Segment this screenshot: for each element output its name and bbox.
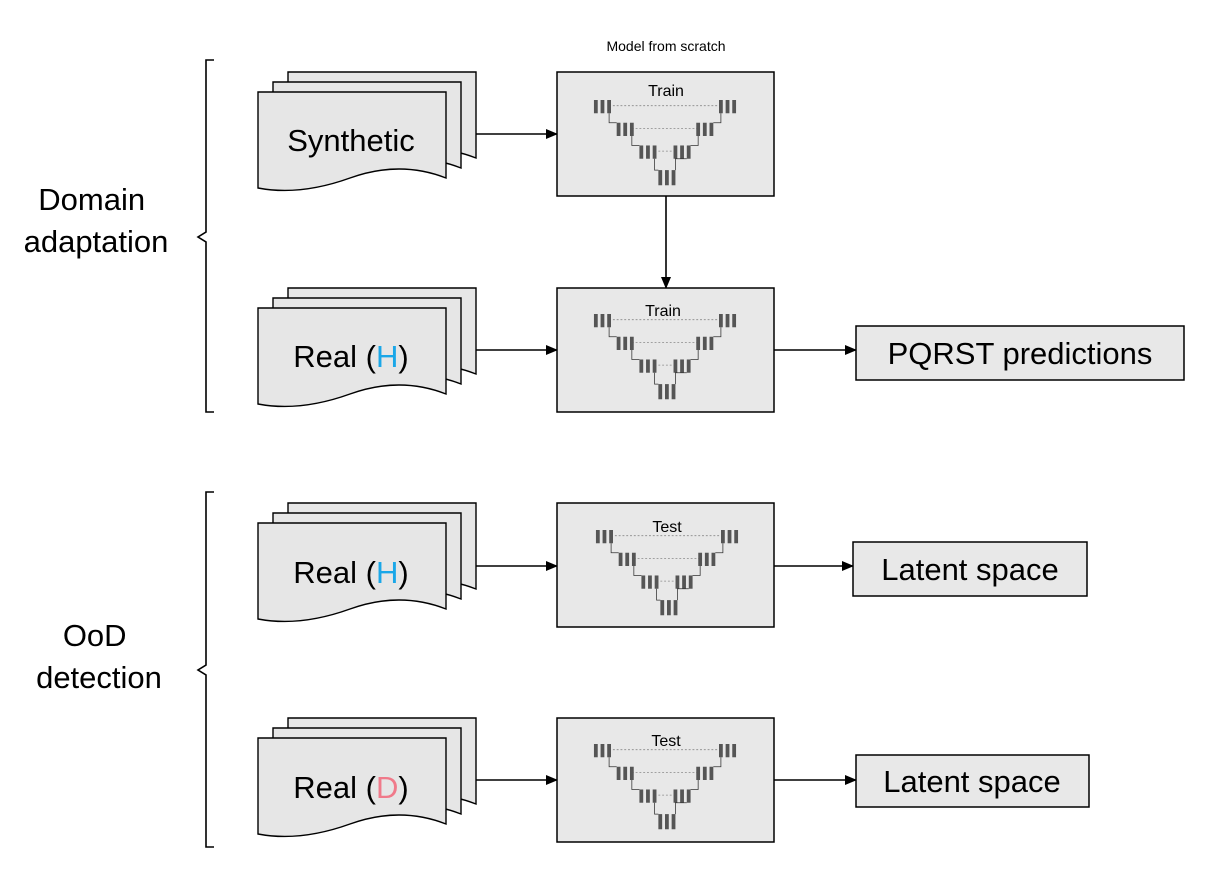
output-box-latent-space: Latent space — [852, 541, 1088, 597]
domain-adaptation-brace — [196, 59, 214, 413]
output-label: Latent space — [881, 552, 1059, 587]
model-panel-train: Train — [556, 287, 775, 413]
output-box-latent-space: Latent space — [855, 754, 1090, 808]
data-stack-label: Real (H) — [293, 339, 408, 374]
output-box-pqrst-predictions: PQRST predictions — [855, 325, 1185, 381]
output-label: PQRST predictions — [888, 336, 1153, 371]
group-label-line: detection — [36, 660, 162, 695]
input-prefix: Real ( — [293, 339, 376, 374]
model-stage-label: Train — [648, 83, 684, 100]
model-panel-train: Train — [556, 71, 775, 197]
model-panel-test: Test — [556, 502, 775, 628]
ood-detection-brace — [196, 491, 214, 848]
input-suffix: ) — [398, 770, 408, 805]
model-panel-test: Test — [556, 717, 775, 843]
input-prefix: Real ( — [293, 555, 376, 590]
data-stack-label: Synthetic — [287, 123, 415, 158]
input-prefix: Real ( — [293, 770, 376, 805]
data-stack-real-h: Real (H) — [257, 287, 477, 408]
model-stage-label: Train — [645, 303, 681, 320]
input-letter-h: H — [376, 339, 398, 374]
group-label-domain-adaptation: Domain adaptation — [24, 182, 169, 259]
input-prefix: Synthetic — [287, 123, 415, 158]
input-suffix: ) — [398, 339, 408, 374]
model-stage-label: Test — [651, 733, 681, 750]
input-letter-h: H — [376, 555, 398, 590]
group-label-line: adaptation — [24, 224, 169, 259]
input-suffix: ) — [398, 555, 408, 590]
data-stack-real-h: Real (H) — [257, 502, 477, 623]
group-label-ood-detection: OoD detection — [36, 618, 162, 695]
data-stack-label: Real (D) — [293, 770, 408, 805]
model-stage-label: Test — [652, 519, 682, 536]
diagram-caption: Model from scratch — [606, 38, 725, 54]
data-stack-real-d: Real (D) — [257, 717, 477, 838]
output-label: Latent space — [883, 764, 1061, 799]
input-letter-d: D — [376, 770, 398, 805]
group-label-line: OoD — [63, 618, 127, 653]
data-stack-label: Real (H) — [293, 555, 408, 590]
data-stack-synthetic: Synthetic — [257, 71, 477, 192]
group-label-line: Domain — [38, 182, 145, 217]
